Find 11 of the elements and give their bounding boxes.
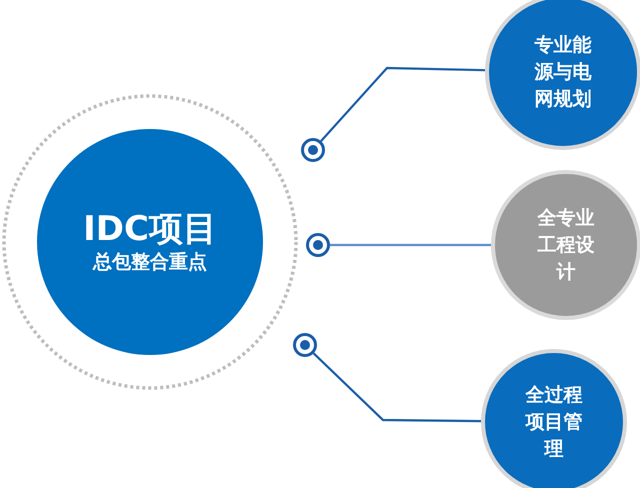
ring-marker (301, 138, 325, 162)
connector-line (312, 352, 482, 422)
circle-label: 全专业工程设计 (536, 206, 596, 284)
circle-title: IDC项目 (83, 209, 217, 249)
circle-label: 专业能源与电网规划 (533, 32, 592, 112)
ring-marker (306, 233, 330, 257)
circle-subtitle: 总包整合重点 (93, 250, 207, 275)
connector-line (330, 244, 491, 246)
ring-marker (293, 333, 317, 357)
connector-line (320, 66, 486, 142)
circle-label: 全过程项目管理 (524, 382, 584, 462)
